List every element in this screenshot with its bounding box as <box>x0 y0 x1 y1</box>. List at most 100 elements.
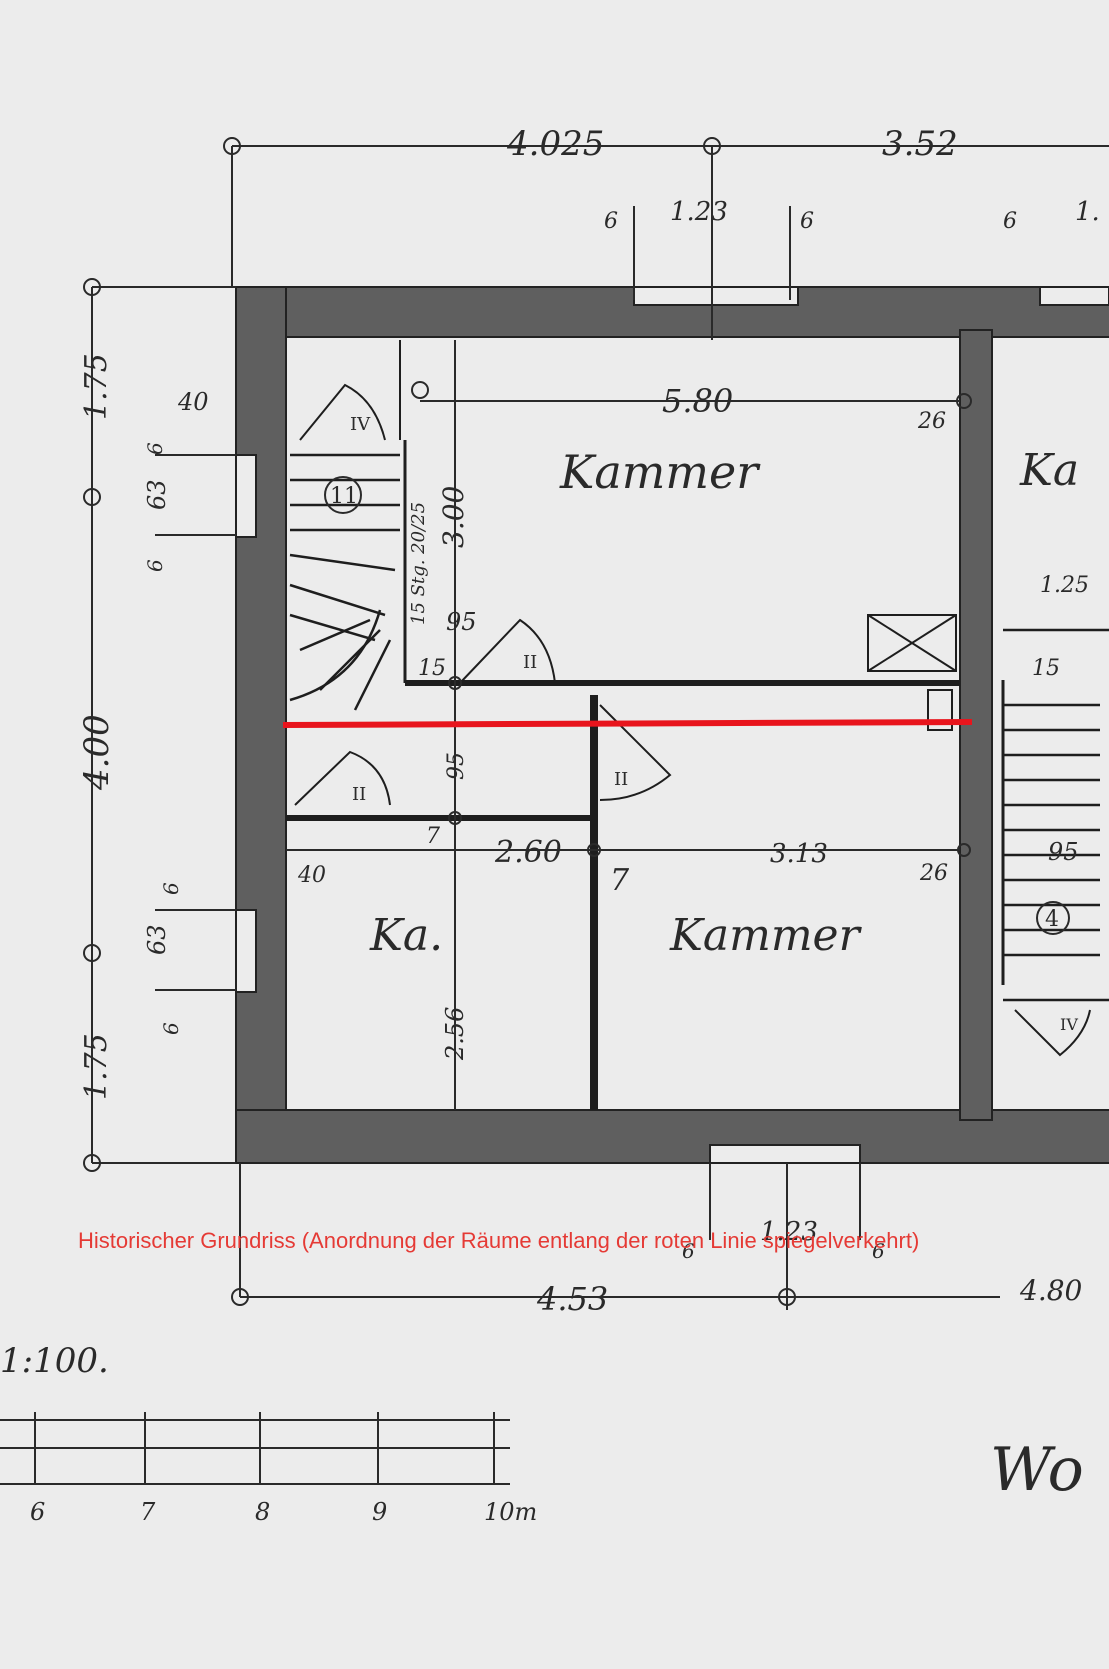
scale-10: 10m <box>484 1498 537 1526</box>
dim-window-bottom-a: 6 <box>682 1239 695 1263</box>
room-kammer-upper: Kammer <box>559 445 761 499</box>
stair-number-circle <box>324 476 362 514</box>
door-swings <box>294 383 1091 1057</box>
stair-tread <box>289 583 386 617</box>
red-marker-line <box>282 719 973 728</box>
dim-window-left-upper-63: 63 <box>143 479 171 510</box>
window-bottom <box>709 1144 861 1164</box>
dim-window-bottom-b: 6 <box>872 1239 885 1263</box>
dim-window-top-right: 1. <box>1075 197 1100 227</box>
marker <box>223 137 241 155</box>
marker <box>83 944 101 962</box>
dim-door-95-upper: 95 <box>446 608 477 636</box>
marker <box>83 1154 101 1172</box>
dim-wall-7: 7 <box>426 824 440 849</box>
dim-right-125: 1.25 <box>1040 573 1089 598</box>
dim-width-kammer: 5.80 <box>662 382 733 420</box>
marker <box>231 1288 249 1306</box>
dim-right-95: 95 <box>1048 838 1079 866</box>
stair-curve <box>289 609 382 702</box>
dim-wall-26-bottom: 26 <box>919 861 948 886</box>
room-kammer-lower: Kammer <box>669 910 863 961</box>
dim-wall-40-top: 40 <box>177 388 209 416</box>
dim-door-95-mid: 95 <box>444 752 469 780</box>
door-swing-3 <box>294 750 391 806</box>
door-mark-2: II <box>523 652 537 673</box>
marker <box>587 843 601 857</box>
interior-walls <box>286 340 960 1110</box>
dim-stairs-4: 4 <box>1045 907 1059 932</box>
dimension-texts: 4.025 3.52 1.23 1. 6 6 6 1.75 4.00 1.75 … <box>77 124 1100 1318</box>
dim-top-right: 3.52 <box>882 124 958 164</box>
windows <box>235 286 1109 1164</box>
stair-tread <box>353 639 392 711</box>
room-ka-lower: Ka. <box>369 910 443 961</box>
dim-window-left-lower-63: 63 <box>143 924 171 955</box>
door-mark-1: IV <box>350 414 371 435</box>
dim-window-bottom: 1.23 <box>760 1217 818 1247</box>
dim-wall-15: 15 <box>418 656 446 681</box>
dim-window-left-lower-a: 6 <box>159 882 183 895</box>
marker <box>83 488 101 506</box>
dim-window-side-b: 6 <box>800 209 814 234</box>
stair-tread <box>289 553 396 572</box>
dim-bottom-453: 4.53 <box>536 1280 608 1318</box>
dim-left-lower: 1.75 <box>79 1033 114 1100</box>
marker <box>448 811 462 825</box>
scale-label: 1:100. <box>0 1341 109 1381</box>
marker <box>957 843 971 857</box>
marker <box>411 381 429 399</box>
dim-bottom-480: 4.80 <box>1019 1274 1082 1307</box>
door-mark-5: IV <box>1060 1015 1078 1034</box>
dimension-lines <box>91 145 1109 1310</box>
title-fragment: Wo <box>990 1435 1084 1505</box>
door-swing-4 <box>599 704 672 801</box>
dim-window-left-lower-b: 6 <box>159 1022 183 1035</box>
window-left-lower <box>235 909 257 993</box>
wall-left <box>235 286 287 1164</box>
marker <box>448 676 462 690</box>
dim-wall-7-b: 7 <box>610 863 630 898</box>
dim-window-top: 1.23 <box>670 197 728 227</box>
window-top-right <box>1039 286 1109 306</box>
scale-9: 9 <box>372 1498 387 1526</box>
door-mark-3: II <box>352 784 366 805</box>
stair-number-circle-right <box>1036 901 1070 935</box>
dim-width-260: 2.60 <box>494 835 562 870</box>
stair-tread <box>289 613 376 642</box>
dim-stairs-11: 11 <box>330 484 358 509</box>
door-swing-2 <box>459 618 556 684</box>
chimney-cross-b <box>867 614 957 672</box>
room-ka-right: Ka <box>1019 445 1079 496</box>
window-top <box>633 286 799 306</box>
marker <box>956 393 972 409</box>
door-swing-1 <box>299 383 386 441</box>
flue-box <box>927 689 953 731</box>
scale-6: 6 <box>30 1498 45 1526</box>
dim-top-left: 4.025 <box>506 124 604 164</box>
stairs-left <box>289 453 400 711</box>
chimney-box <box>867 614 957 672</box>
dim-right-15: 15 <box>1032 656 1060 681</box>
scale-bar: 1:100. 6 7 8 9 10m <box>0 1341 537 1526</box>
dim-wall-26-top: 26 <box>917 409 946 434</box>
stair-tread <box>299 618 371 652</box>
dim-left-upper: 1.75 <box>79 353 114 420</box>
marker <box>778 1288 796 1306</box>
dim-window-side-a: 6 <box>604 209 618 234</box>
dim-window-left-upper-b: 6 <box>143 559 167 572</box>
window-left-upper <box>235 454 257 538</box>
dim-height-ka: 2.56 <box>441 1007 469 1061</box>
marker <box>703 137 721 155</box>
stairs-right <box>1001 628 1109 1002</box>
dim-window-side-c: 6 <box>1003 209 1017 234</box>
door-swing-5 <box>1014 1009 1091 1057</box>
dim-stairs-label: 15 Stg. 20/25 <box>408 502 429 625</box>
dim-wall-40-bottom: 40 <box>297 863 326 888</box>
dim-width-313: 3.13 <box>770 839 828 869</box>
dim-left-middle: 4.00 <box>77 714 117 791</box>
dimension-markers <box>83 137 972 1306</box>
